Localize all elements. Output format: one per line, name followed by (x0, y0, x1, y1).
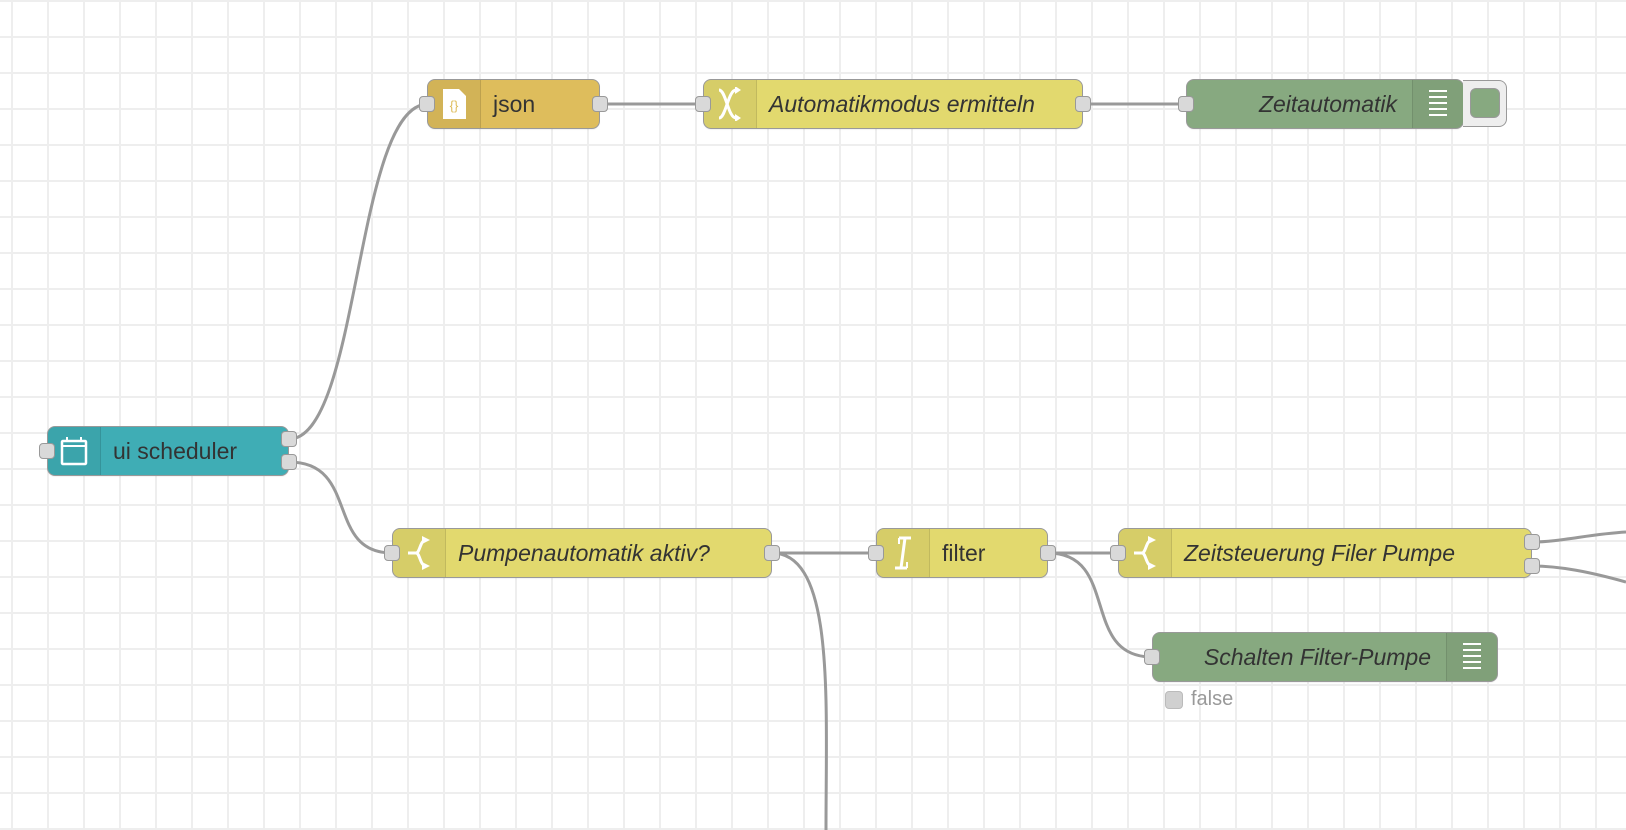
node-icon-area (877, 529, 930, 577)
input-port[interactable] (1178, 96, 1194, 112)
input-port[interactable] (1144, 649, 1160, 665)
output-port-2[interactable] (281, 454, 297, 470)
output-port[interactable] (1040, 545, 1056, 561)
filter-icon (895, 536, 911, 570)
node-schalten-filter-pumpe[interactable]: Schalten Filter-Pumpe (1152, 632, 1498, 682)
wire-pumpenautomatik-to-offscreen[interactable] (771, 551, 828, 830)
node-automatikmodus-ermitteln[interactable]: Automatikmodus ermitteln (703, 79, 1083, 129)
node-label: Automatikmodus ermitteln (769, 90, 1035, 117)
debug-list-icon (1429, 90, 1447, 116)
switch-icon (1134, 536, 1156, 570)
node-icon-area: {} (428, 80, 481, 128)
status-indicator-icon (1165, 690, 1183, 709)
input-port[interactable] (1110, 545, 1126, 561)
wire-ui-scheduler-to-pumpenautomatik[interactable] (288, 460, 393, 555)
node-json[interactable]: {} json (427, 79, 600, 129)
output-port-1[interactable] (1524, 534, 1540, 550)
node-icon-area (704, 80, 757, 128)
debug-active-indicator (1470, 88, 1500, 118)
node-icon-area (1446, 633, 1497, 681)
node-pumpenautomatik-aktiv[interactable]: Pumpenautomatik aktiv? (392, 528, 772, 578)
node-zeitautomatik[interactable]: Zeitautomatik (1186, 79, 1464, 129)
node-zeitsteuerung-filer-pumpe[interactable]: Zeitsteuerung Filer Pumpe (1118, 528, 1532, 578)
input-port[interactable] (419, 96, 435, 112)
svg-text:{}: {} (450, 98, 459, 113)
node-label: filter (942, 539, 986, 566)
output-port-2[interactable] (1524, 558, 1540, 574)
output-port[interactable] (1075, 96, 1091, 112)
node-label: Zeitsteuerung Filer Pumpe (1184, 539, 1456, 566)
shuffle-icon (718, 87, 741, 121)
output-port[interactable] (592, 96, 608, 112)
node-label: ui scheduler (113, 437, 238, 464)
wire-filter-to-schalten[interactable] (1047, 551, 1153, 659)
node-filter[interactable]: filter (876, 528, 1048, 578)
switch-icon (408, 536, 430, 570)
input-port[interactable] (39, 443, 55, 459)
node-label: json (493, 90, 536, 117)
node-icon-area (1119, 529, 1172, 577)
wire-zeitsteuerung-out2[interactable] (1531, 564, 1626, 584)
node-icon-area (48, 427, 101, 475)
node-icon-area (1412, 80, 1463, 128)
debug-list-icon (1463, 643, 1481, 669)
node-label: Zeitautomatik (1258, 90, 1397, 117)
input-port[interactable] (695, 96, 711, 112)
node-status: false (1165, 688, 1233, 711)
input-port[interactable] (384, 545, 400, 561)
input-port[interactable] (868, 545, 884, 561)
calendar-icon (60, 437, 88, 466)
node-ui-scheduler[interactable]: ui scheduler (47, 426, 289, 476)
debug-toggle-button[interactable] (1463, 80, 1507, 127)
node-icon-area (393, 529, 446, 577)
status-text: false (1191, 688, 1234, 710)
wire-zeitsteuerung-out1[interactable] (1531, 530, 1626, 544)
output-port[interactable] (764, 545, 780, 561)
node-label: Schalten Filter-Pumpe (1203, 643, 1431, 670)
wire-ui-scheduler-to-json[interactable] (288, 102, 429, 441)
node-label: Pumpenautomatik aktiv? (458, 539, 710, 566)
json-file-icon: {} (443, 89, 466, 119)
output-port-1[interactable] (281, 431, 297, 447)
